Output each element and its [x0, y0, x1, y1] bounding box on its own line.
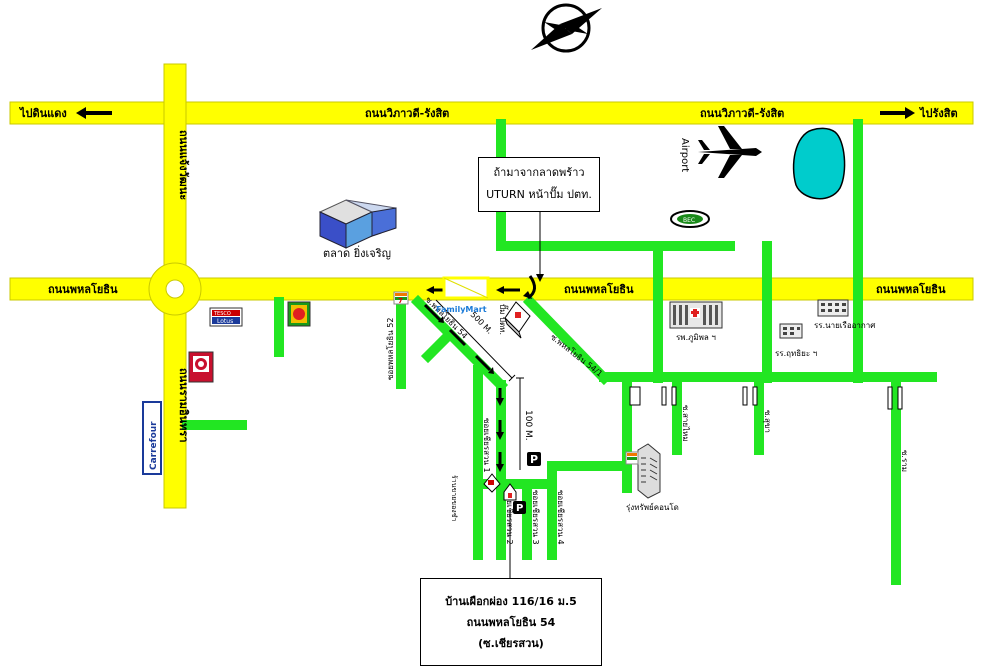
- label-phahon-mid: ถนนพหลโยธิน: [564, 282, 634, 296]
- condo-building-icon: [637, 443, 661, 499]
- label-soi-54-1: ซ.พหลโยธิน 54/1: [549, 332, 605, 379]
- label-ptt: ปั๊ม ปตท.: [498, 304, 509, 335]
- lake: [792, 127, 846, 200]
- distance-marker-500: [435, 299, 516, 382]
- svg-text:BEC: BEC: [683, 217, 695, 224]
- school-building-icon: [779, 299, 849, 339]
- central-logo: [188, 351, 214, 383]
- label-hospital: รพ.ภูมิพล ฯ: [676, 333, 716, 343]
- label-phahon-left: ถนนพหลโยธิน: [48, 282, 118, 296]
- soi-54-spur: [420, 328, 456, 364]
- label-school-1: รร.นายเรืออากาศ: [814, 321, 875, 330]
- label-soi-52: ซอยพหลโยธิน 52: [385, 318, 395, 380]
- lotus-text: Lotus: [217, 318, 233, 325]
- compass-letter: N: [560, 23, 570, 34]
- address-callout: บ้านเผือกผ่อง 116/16 ม.5 ถนนพหลโยธิน 54 …: [420, 578, 602, 666]
- label-to-din-daeng: ไปดินแดง: [18, 106, 67, 120]
- tesco-lotus-logo: TESCO Lotus: [209, 307, 243, 327]
- route: [423, 275, 536, 468]
- soi-gates: [629, 386, 903, 410]
- label-familymart: FamilyMart: [436, 305, 487, 314]
- big-c-logo: [287, 301, 311, 327]
- ptt-station-icon: [504, 301, 531, 339]
- uturn-line-2: UTURN หน้าปั๊ม ปตท.: [486, 188, 592, 201]
- route-arrowheads: [426, 286, 532, 472]
- arrow-right-icon: [880, 107, 915, 119]
- label-soi-3: ซอยเชียรสวน 3: [531, 490, 540, 545]
- parking-text-1: P: [530, 453, 538, 466]
- address-line-3: (ซ.เชียรสวน): [478, 637, 544, 650]
- label-to-rangsit: ไปรังสิต: [918, 106, 958, 120]
- label-shop: ร้านขายของชำ: [450, 475, 458, 521]
- seven-text: 7: [398, 297, 403, 305]
- label-soi-right3: ซ.ราม: [900, 450, 909, 472]
- uturn-pointer-head: [536, 274, 544, 282]
- label-yingcharoen: ตลาด ยิ่งเจริญ: [323, 245, 391, 260]
- road-vibhavadi: [9, 101, 974, 125]
- label-soi-right1: ซ.สายไหม: [681, 405, 690, 442]
- address-line-1: บ้านเผือกผ่อง 116/16 ม.5: [445, 595, 577, 608]
- label-phahon-right: ถนนพหลโยธิน: [876, 282, 946, 296]
- familymart-icon: [442, 276, 490, 300]
- airplane-icon: [698, 126, 762, 178]
- label-soi-4: ซอยเชียรสวน 4: [556, 490, 565, 545]
- soi-54-1: [522, 294, 612, 386]
- address-line-2: ถนนพหลโยธิน 54: [466, 616, 556, 629]
- uturn-line-1: ถ้ามาจากลาดพร้าว: [493, 166, 585, 179]
- carrefour-text: Carrefour: [149, 421, 159, 470]
- label-100m: 100 M.: [523, 410, 533, 441]
- carrefour-logo: Carrefour: [142, 401, 162, 475]
- seven-eleven-icon: 7: [393, 291, 409, 305]
- roundabout: [148, 262, 202, 316]
- tesco-text: TESCO: [213, 311, 231, 317]
- label-vibhavadi-right: ถนนวิภาวดี-รังสิต: [700, 107, 784, 120]
- compass-icon: N: [531, 3, 602, 53]
- seven-eleven-condo-icon: [625, 451, 639, 465]
- distance-marker-100: [516, 377, 524, 470]
- arrow-left-icon: [76, 107, 112, 119]
- label-soi-right2: ซ.สุขา: [763, 410, 772, 433]
- label-airport: Airport: [679, 138, 690, 172]
- parking-text-2: P: [516, 503, 523, 514]
- hospital-building-icon: [669, 301, 723, 329]
- uturn-callout: ถ้ามาจากลาดพร้าว UTURN หน้าปั๊ม ปตท.: [478, 157, 600, 212]
- label-condo: รุ่งทรัพย์คอนโด: [626, 502, 679, 512]
- label-chaeng-watthana: ถนนแจ้งวัฒนะ: [177, 130, 190, 200]
- road-phahonyothin: [9, 277, 974, 301]
- house-icon: [503, 483, 517, 501]
- market-building-icon: [318, 199, 397, 249]
- parking-icon-2: P: [513, 501, 526, 514]
- label-vibhavadi-left: ถนนวิภาวดี-รังสิต: [365, 107, 449, 120]
- parking-icon: P: [527, 452, 541, 466]
- label-soi-1: ซอยเชียรสวน 1: [482, 418, 491, 473]
- oval-logo-icon: BEC: [670, 210, 710, 228]
- label-school-2: รร.ฤทธิยะ ฯ: [775, 349, 817, 358]
- soi-54: [410, 294, 509, 393]
- shop-icon: [483, 473, 501, 493]
- label-ram-inthra: ถนนรามอินทรา: [177, 368, 190, 443]
